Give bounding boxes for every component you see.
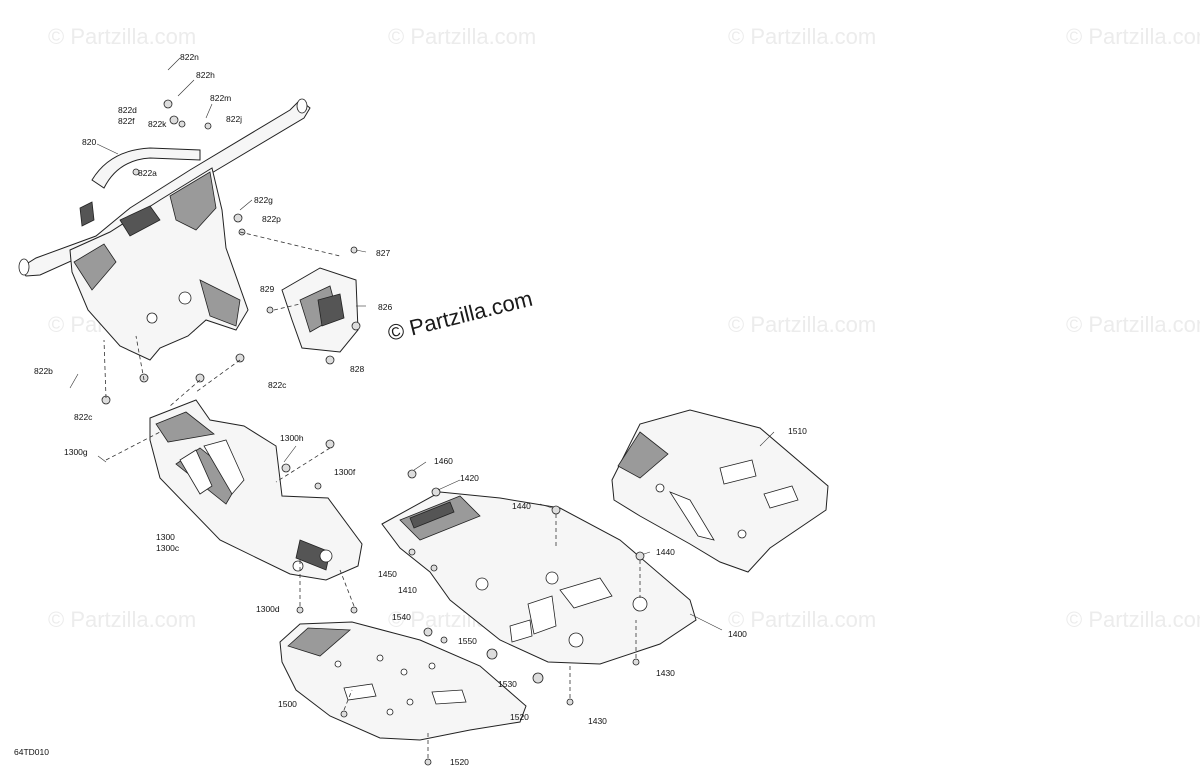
- watermark: © Partzilla.com: [1066, 24, 1200, 49]
- callout-1300g: 1300g: [64, 447, 88, 457]
- floor-plate-1400: [381, 491, 697, 665]
- callout-1300c: 1300c: [156, 543, 180, 553]
- callout-1540: 1540: [392, 612, 411, 622]
- callout-1430-bottom: 1430: [588, 716, 607, 726]
- callout-826: 826: [378, 302, 392, 312]
- callout-822d: 822d: [118, 105, 137, 115]
- watermark: © Partzilla.com: [48, 607, 196, 632]
- callout-822p: 822p: [262, 214, 281, 224]
- callout-822j: 822j: [226, 114, 242, 124]
- callout-1520-mid: 1520: [510, 712, 529, 722]
- callout-1440-right: 1440: [656, 547, 675, 557]
- callout-1400: 1400: [728, 629, 747, 639]
- diagram-reference: 64TD010: [14, 747, 49, 757]
- callout-822k: 822k: [148, 119, 167, 129]
- watermark: © Partzilla.com: [728, 607, 876, 632]
- callout-829: 829: [260, 284, 274, 294]
- watermark: © Partzilla.com: [388, 24, 536, 49]
- watermark: © Partzilla.com: [728, 312, 876, 337]
- skid-plate-1300: [149, 399, 363, 581]
- assembly-lines: [103, 231, 641, 758]
- callout-827: 827: [376, 248, 390, 258]
- callout-822m: 822m: [210, 93, 231, 103]
- center-watermark: © Partzilla.com: [385, 286, 535, 346]
- callout-822b: 822b: [34, 366, 53, 376]
- bumper-tube-820: [18, 98, 311, 277]
- callout-1500: 1500: [278, 699, 297, 709]
- callout-1410: 1410: [398, 585, 417, 595]
- callout-1550: 1550: [458, 636, 477, 646]
- callout-1300d: 1300d: [256, 604, 280, 614]
- callout-822n: 822n: [180, 52, 199, 62]
- callout-1520-bottom: 1520: [450, 757, 469, 767]
- rear-plate-1510: [611, 409, 829, 573]
- callout-1530: 1530: [498, 679, 517, 689]
- callout-1300h: 1300h: [280, 433, 304, 443]
- callout-1300: 1300: [156, 532, 175, 542]
- callout-820: 820: [82, 137, 96, 147]
- callout-1420: 1420: [460, 473, 479, 483]
- watermark: © Partzilla.com: [728, 24, 876, 49]
- callout-1450: 1450: [378, 569, 397, 579]
- callout-828: 828: [350, 364, 364, 374]
- leader-lines: [69, 57, 775, 631]
- mount-bracket-826: [281, 267, 361, 353]
- callout-822a: 822a: [138, 168, 157, 178]
- callout-822g: 822g: [254, 195, 273, 205]
- front-bracket-822: [69, 167, 249, 361]
- watermark: © Partzilla.com: [1066, 312, 1200, 337]
- callout-822c-right: 822c: [268, 380, 287, 390]
- callout-822c-left: 822c: [74, 412, 93, 422]
- callout-labels: 822n 822h 822m 822d 822f 822k 822j 820 8…: [34, 52, 807, 767]
- callout-1440-top: 1440: [512, 501, 531, 511]
- lower-plate-1500: [279, 621, 527, 741]
- callout-1430-right: 1430: [656, 668, 675, 678]
- callout-822h: 822h: [196, 70, 215, 80]
- callout-1460: 1460: [434, 456, 453, 466]
- watermark: © Partzilla.com: [48, 24, 196, 49]
- callout-1510: 1510: [788, 426, 807, 436]
- callout-822f: 822f: [118, 116, 135, 126]
- watermark: © Partzilla.com: [1066, 607, 1200, 632]
- callout-1300f: 1300f: [334, 467, 356, 477]
